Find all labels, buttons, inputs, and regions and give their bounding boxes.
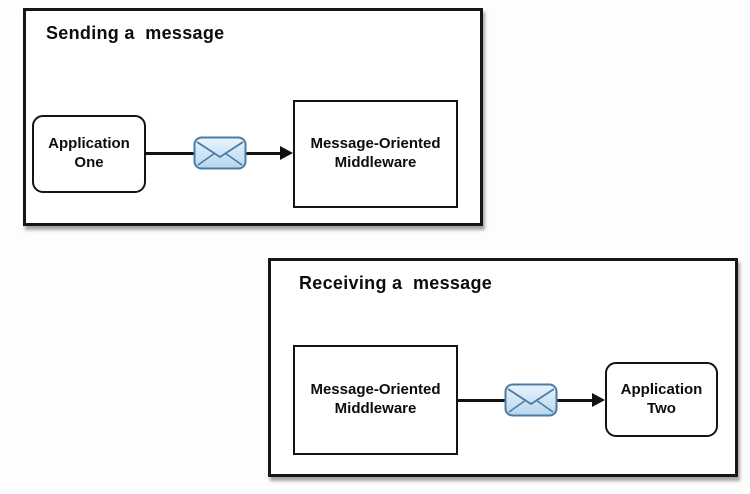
node-label-line: Middleware [334,154,417,171]
node-label-line: Application [48,135,130,153]
node-label-line: Message-Oriented [310,381,441,399]
panel-receiving: Receiving a message Message-Oriented Mid… [268,258,738,477]
arrowhead-icon [280,146,293,160]
arrowhead-icon [592,393,605,407]
envelope-icon [193,136,247,170]
panel-sending: Sending a message Application One [23,8,483,226]
node-label-line: Application [620,380,703,398]
node-label-line: Middleware [334,400,417,417]
node-label-line: Message-Oriented [310,135,441,153]
node-application-two: Application Two [605,362,718,437]
node-label-line: One [74,154,104,171]
node-message-oriented-middleware: Message-Oriented Middleware [293,345,458,455]
panel-title-sending: Sending a message [46,23,225,43]
envelope-icon [504,383,558,417]
node-message-oriented-middleware: Message-Oriented Middleware [293,100,458,208]
node-application-one: Application One [32,115,146,193]
node-label-line: Two [647,399,676,417]
panel-title-receiving: Receiving a message [299,273,493,293]
